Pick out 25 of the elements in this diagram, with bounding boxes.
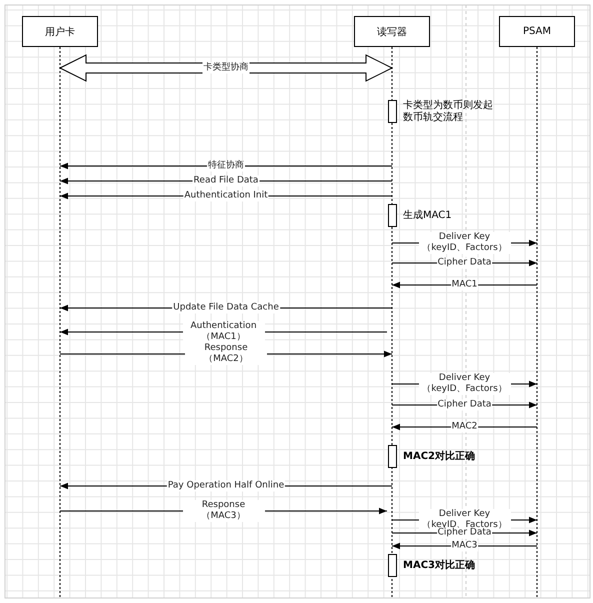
note-text: 生成MAC1	[403, 210, 452, 222]
note-text: 卡类型为数币则发起数币轨交流程	[403, 100, 493, 124]
edge-label: Authentication Init	[183, 190, 269, 202]
message-arrow	[60, 162, 392, 170]
note-text: MAC2对比正确	[403, 450, 475, 462]
edge-label: Response （MAC3）	[182, 500, 264, 522]
edge-label: Update File Data Cache	[172, 302, 280, 314]
edge-label: 卡类型协商	[202, 62, 250, 74]
edge-label: MAC1	[450, 280, 478, 290]
participant-box: 用户卡	[22, 16, 98, 47]
edge-label: Response （MAC2）	[185, 343, 267, 365]
participant-box: PSAM	[499, 16, 575, 47]
edge-label: Authentication （MAC1）	[182, 321, 264, 343]
edge-label: MAC2	[450, 422, 478, 432]
edge-label: Pay Operation Half Online	[166, 480, 286, 492]
edge-label: Read File Data	[192, 176, 260, 186]
edge-label: Cipher Data	[436, 400, 492, 410]
edge-label: Deliver Key （keyID、Factors）	[418, 232, 510, 254]
message-arrow	[58, 54, 394, 82]
edge-label: MAC3	[450, 540, 478, 552]
edge-label: 特征协商	[207, 160, 245, 172]
edge-label: Cipher Data	[436, 258, 492, 268]
edge-label: Deliver Key （keyID、Factors）	[418, 373, 510, 395]
note-text: MAC3对比正确	[403, 560, 475, 572]
participant-box: 读写器	[354, 16, 430, 47]
